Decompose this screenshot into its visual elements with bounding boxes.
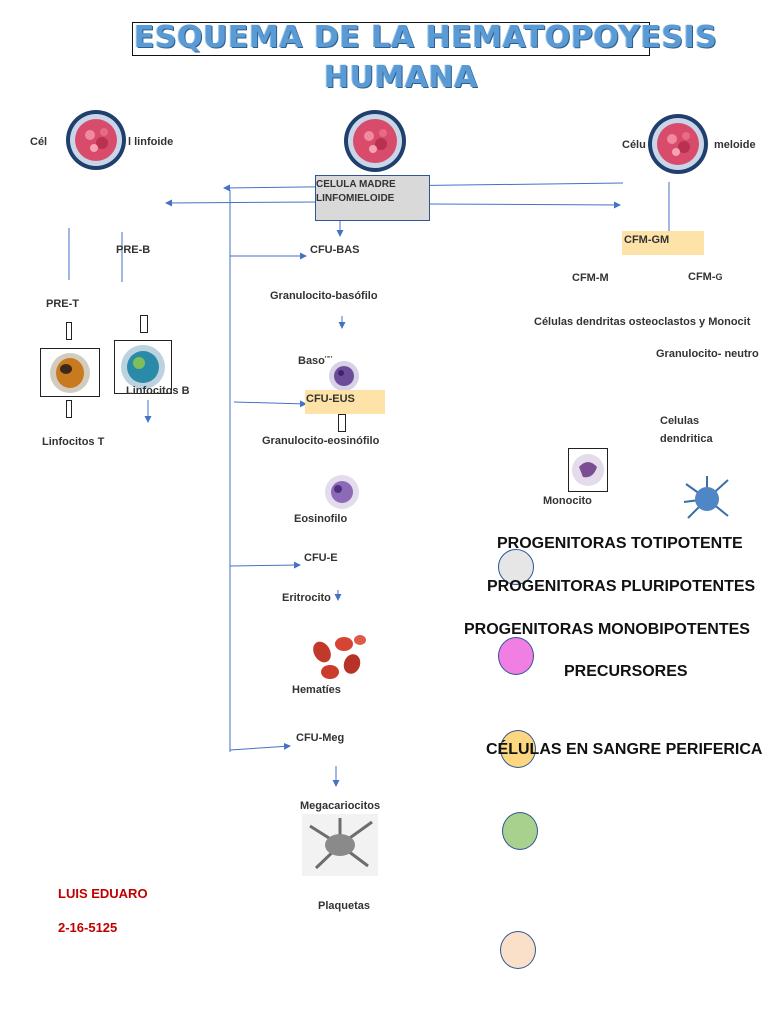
- cfu-eus-label: CFU-EUS: [306, 393, 355, 405]
- arrow-to-lymphoid: [165, 199, 317, 207]
- page-title-line-2: HUMANA: [324, 60, 478, 95]
- granulocito-basofilo-label: Granulocito-basófilo: [270, 290, 378, 302]
- lymphoid-cell-image: [64, 108, 128, 177]
- monocito-label: Monocito: [543, 495, 592, 507]
- celulas-label: Celulas: [660, 415, 700, 427]
- legend-dot-precursores: [502, 812, 538, 850]
- dendritic-cell-image: [682, 474, 732, 529]
- hematies-image: [308, 630, 368, 689]
- arrow-cfu-meg: [229, 742, 291, 751]
- hematies-label: Hematíes: [292, 684, 341, 696]
- linfocito-t-marker: [66, 400, 72, 418]
- myeloid-cell-image: [646, 112, 710, 181]
- dendritic-cell-icon: [683, 476, 729, 519]
- dendritic-line-label: Células dendritas osteoclastos y Monocit: [534, 316, 751, 328]
- granulocito-eosinofilo-label: Granulocito-eosinófilo: [262, 435, 380, 447]
- lymphoid-label-left: Cél: [30, 136, 48, 148]
- linfocito-b-image: [114, 340, 172, 394]
- cfm-gm-highlight: [622, 231, 704, 255]
- legend-dot-totipotente: [498, 549, 534, 585]
- stem-cell-box: [315, 175, 430, 221]
- plaquetas-label: Plaquetas: [318, 900, 370, 912]
- basofilo-label: Baso¨¨: [298, 355, 333, 367]
- red-blood-cells-icon: [313, 635, 366, 679]
- monocito-image: [568, 448, 608, 492]
- legend-dot-sangre-periferica: [500, 931, 536, 969]
- basofilo-image: [328, 360, 360, 397]
- arrow-to-myeloid: [429, 201, 621, 209]
- megacariocitos-label: Megacariocitos: [300, 800, 381, 812]
- cfu-eus-highlight: [305, 390, 385, 414]
- t-cell-icon: [50, 353, 90, 393]
- cfm-m-label: CFM-M: [572, 272, 609, 284]
- arrow-cfu-e: [229, 561, 301, 569]
- megacariocito-image: [302, 814, 378, 881]
- granulocito-neutro-label: Granulocito- neutro: [656, 348, 759, 360]
- legend-label-sangre-periferica: CÉLULAS EN SANGRE PERIFERICA: [486, 741, 763, 758]
- legend-label-precursores: PRECURSORES: [564, 663, 688, 680]
- linfocitos-b-label: Linfocitos B: [126, 385, 190, 397]
- cfu-eus-marker: [338, 414, 346, 432]
- lymphoid-label-right: l linfoide: [128, 136, 174, 148]
- pre-b-marker: [140, 315, 148, 333]
- monocyte-icon: [572, 454, 604, 486]
- linfocitos-t-label: Linfocitos T: [42, 436, 105, 448]
- cell-icon: [344, 110, 406, 172]
- author-name: LUIS EDUARO: [58, 886, 148, 901]
- eosinofilo-label: Eosinofilo: [294, 513, 348, 525]
- eosinofilo-image: [324, 474, 360, 515]
- legend-label-monobipotentes: PROGENITORAS MONOBIPOTENTES: [464, 621, 750, 638]
- myeloid-label-left: Célu: [622, 139, 646, 151]
- page-title: ESQUEMA DE LA HEMATOPOYESIS: [134, 20, 718, 55]
- author-id: 2-16-5125: [58, 920, 118, 935]
- basophil-icon: [329, 361, 359, 391]
- arrow-cfu-eus: [233, 400, 307, 408]
- stem-cell-label: CELULA MADRE LINFOMIELOIDE: [316, 179, 396, 204]
- myeloid-label-right: meloide: [714, 139, 756, 151]
- legend-label-totipotente: PROGENITORAS TOTIPOTENTE: [497, 535, 743, 552]
- legend-dot-pluripotentes: [498, 637, 534, 675]
- cfu-e-label: CFU-E: [304, 552, 338, 564]
- stem-cell-image: [342, 108, 408, 179]
- megakaryocyte-icon: [302, 814, 378, 876]
- cfu-bas-label: CFU-BAS: [310, 244, 360, 256]
- cfm-gm-label: CFM-GM: [624, 234, 670, 246]
- dendritica-label: dendritica: [660, 433, 713, 445]
- linfocito-t-image: [40, 348, 100, 397]
- title-box: [132, 22, 650, 56]
- cell-icon: [66, 110, 126, 170]
- pre-t-label: PRE-T: [46, 298, 79, 310]
- cfu-meg-label: CFU-Meg: [296, 732, 345, 744]
- cfm-g-label: CFM-G: [688, 271, 723, 283]
- pre-b-label: PRE-B: [116, 244, 151, 256]
- legend-label-pluripotentes: PROGENITORAS PLURIPOTENTES: [487, 578, 756, 595]
- legend-dot-monobipotentes: [500, 730, 536, 768]
- pre-t-marker: [66, 322, 72, 340]
- eosinophil-icon: [325, 475, 359, 509]
- b-cell-icon: [121, 345, 165, 389]
- eritrocito-label: Eritrocito: [282, 592, 331, 604]
- cell-icon: [648, 114, 708, 174]
